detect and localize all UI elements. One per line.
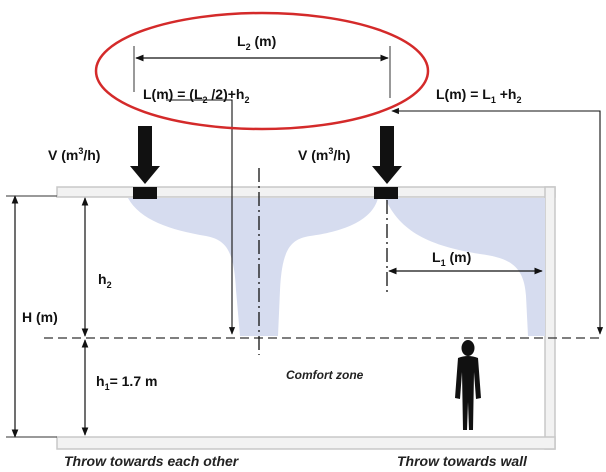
h1-label: h1= 1.7 m [96,373,157,392]
airflow-right-plume [385,198,545,336]
floor [56,436,556,450]
person-icon [455,340,481,430]
highlight-ellipse [94,11,430,131]
caption-right: Throw towards wall [397,453,528,469]
downward-arrow-icon [372,126,402,184]
downward-arrow-icon [130,126,160,184]
air-diffuser-icon [133,187,157,199]
l2-label: L2 (m) [237,33,276,52]
l1-label: L1 (m) [432,249,471,268]
air-diffuser-icon [374,187,398,199]
airflow-volume-left: V (m3/h) [48,146,100,163]
right-wall [544,186,556,450]
ceiling [56,186,556,198]
comfort-zone-label: Comfort zone [286,368,364,382]
airflow-plumes [128,198,545,336]
throw-path-left [166,99,236,335]
airflow-volume-right: V (m3/h) [298,146,350,163]
h2-label: h2 [98,271,112,290]
formula-right: L(m) = L1 +h2 [436,86,522,105]
caption-left: Throw towards each other [64,453,240,469]
h-total-label: H (m) [22,309,58,325]
airflow-left-plume [128,198,378,336]
formula-left: L(m) = (L2 /2)+h2 [143,86,250,105]
throw-path-right [391,107,604,335]
